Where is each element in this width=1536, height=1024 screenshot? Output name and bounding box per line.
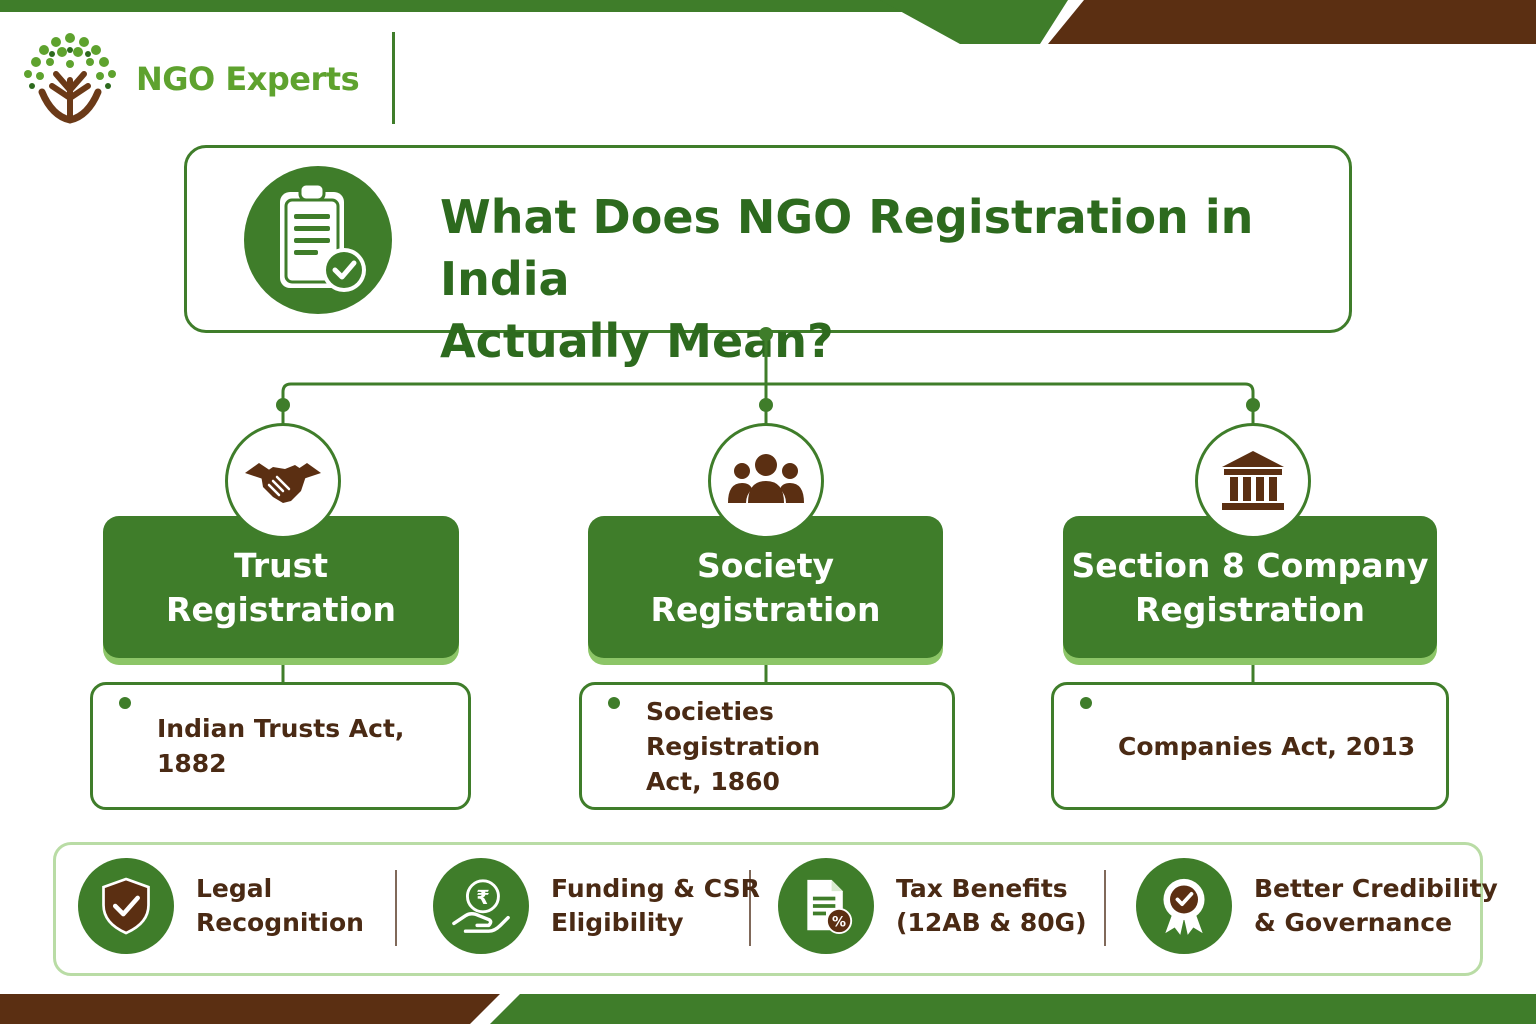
section8-act-box: Companies Act, 2013: [1051, 682, 1449, 810]
section8-registration-label: Section 8 Company Registration: [1071, 546, 1429, 629]
benefit-credibility: Better Credibility & Governance: [1136, 858, 1498, 954]
society-act-box: Societies Registration Act, 1860: [579, 682, 955, 810]
benefit-legal-recognition: Legal Recognition: [78, 858, 364, 954]
trust-icon-circle: [225, 423, 341, 539]
trust-act-box: Indian Trusts Act, 1882: [90, 682, 471, 810]
award-badge-icon: [1136, 858, 1232, 954]
main-title: What Does NGO Registration in India Actu…: [440, 186, 1340, 372]
benefit-label: Funding & CSR Eligibility: [551, 874, 760, 937]
bullet-dot: [119, 697, 131, 709]
bullet-dot: [1080, 697, 1092, 709]
trust-registration-card: Trust Registration: [103, 516, 459, 658]
benefits-panel: [53, 842, 1483, 976]
rupee-hand-icon: ₹: [433, 858, 529, 954]
benefit-label: Better Credibility & Governance: [1254, 874, 1498, 937]
shield-check-icon: [78, 858, 174, 954]
handshake-icon: [245, 463, 321, 503]
top-decorative-band: [0, 0, 1536, 44]
benefit-tax: % Tax Benefits (12AB & 80G): [778, 858, 1087, 954]
people-icon: [728, 454, 804, 503]
section8-act-text: Companies Act, 2013: [1118, 731, 1416, 761]
benefit-label: Legal Recognition: [196, 874, 364, 937]
bullet-dot: [608, 697, 620, 709]
tree-hands-logo: [24, 33, 116, 124]
trust-act-text: Indian Trusts Act, 1882: [157, 714, 405, 778]
tax-document-icon: %: [778, 858, 874, 954]
header-divider: [392, 32, 395, 124]
company-icon-circle: [1195, 423, 1311, 539]
bottom-decorative-band: [0, 994, 1536, 1024]
benefit-separator: [749, 870, 751, 946]
society-registration-card: Society Registration: [588, 516, 943, 658]
benefit-separator: [395, 870, 397, 946]
society-registration-label: Society Registration: [650, 546, 881, 629]
section8-registration-card: Section 8 Company Registration: [1063, 516, 1437, 658]
trust-registration-label: Trust Registration: [166, 546, 396, 629]
society-act-text: Societies Registration Act, 1860: [646, 696, 821, 796]
main-title-line2: Actually Mean?: [440, 314, 834, 368]
benefit-label: Tax Benefits (12AB & 80G): [896, 874, 1087, 937]
main-title-line1: What Does NGO Registration in India: [440, 190, 1254, 306]
svg-text:%: %: [832, 915, 846, 931]
bank-building-icon: [1222, 451, 1284, 510]
clipboard-check-icon: [244, 166, 392, 314]
benefit-funding-csr: ₹ Funding & CSR Eligibility: [433, 858, 760, 954]
benefit-separator: [1104, 870, 1106, 946]
society-icon-circle: [708, 423, 824, 539]
svg-text:₹: ₹: [476, 886, 489, 909]
brand-name: NGO Experts: [136, 60, 360, 98]
